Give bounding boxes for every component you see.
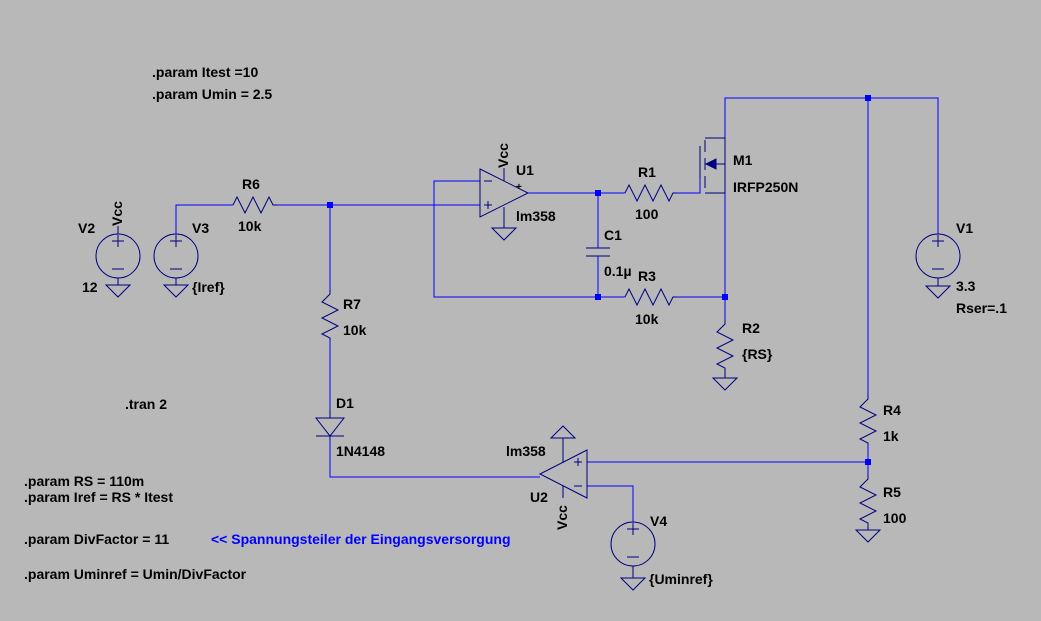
u1-value: lm358 — [516, 208, 556, 224]
capacitor-c1[interactable]: C1 0.1µ — [586, 227, 632, 279]
m1-value: IRFP250N — [733, 179, 798, 195]
r6-value: 10k — [238, 218, 262, 234]
c1-label: C1 — [604, 227, 622, 243]
svg-text:+: + — [516, 182, 522, 193]
v2-net-label: Vcc — [109, 201, 125, 226]
diode-d1[interactable]: D1 1N4148 — [314, 395, 385, 459]
directive-uminref[interactable]: .param Uminref = Umin/DivFactor — [24, 566, 247, 582]
voltage-source-v3[interactable]: V3 {Iref} — [153, 220, 225, 298]
directive-tran[interactable]: .tran 2 — [125, 396, 167, 412]
v1-label: V1 — [956, 220, 973, 236]
voltage-source-v1[interactable]: V1 3.3 Rser=.1 — [915, 220, 1007, 316]
r7-label: R7 — [343, 296, 361, 312]
resistor-r3[interactable]: R3 10k — [624, 268, 677, 327]
u2-net-label: Vcc — [554, 505, 570, 530]
r5-label: R5 — [883, 484, 901, 500]
v1-value: 3.3 — [956, 278, 976, 294]
directive-itest[interactable]: .param Itest =10 — [152, 64, 258, 80]
u2-label: U2 — [530, 489, 548, 505]
c1-value: 0.1µ — [604, 263, 632, 279]
directive-divfactor-comment[interactable]: << Spannungsteiler der Eingangsversorgun… — [211, 531, 511, 547]
r1-value: 100 — [635, 206, 659, 222]
v2-label: V2 — [78, 220, 95, 236]
u1-label: U1 — [516, 162, 534, 178]
directive-umin[interactable]: .param Umin = 2.5 — [152, 86, 272, 102]
v4-value: {Uminref} — [649, 571, 713, 587]
junctions — [327, 95, 871, 465]
resistor-r6[interactable]: R6 10k — [232, 176, 277, 234]
d1-label: D1 — [336, 395, 354, 411]
d1-value: 1N4148 — [336, 443, 385, 459]
directive-rs[interactable]: .param RS = 110m — [24, 473, 144, 489]
resistor-r4[interactable]: R4 1k — [858, 395, 901, 445]
spice-directives: .param Itest =10 .param Umin = 2.5 .tran… — [24, 64, 511, 582]
r7-value: 10k — [343, 322, 367, 338]
r1-label: R1 — [638, 164, 656, 180]
r4-label: R4 — [883, 402, 901, 418]
voltage-source-v4[interactable]: V4 {Uminref} — [610, 513, 713, 591]
u1-net-label: Vcc — [495, 143, 511, 168]
resistor-r1[interactable]: R1 100 — [624, 164, 677, 222]
v3-label: V3 — [192, 220, 209, 236]
voltage-source-v2[interactable]: V2 12 Vcc — [78, 201, 141, 298]
directive-iref[interactable]: .param Iref = RS * Itest — [24, 489, 173, 505]
directive-divfactor[interactable]: .param DivFactor = 11 — [24, 531, 169, 547]
resistor-r5[interactable]: R5 100 — [854, 475, 907, 543]
r2-label: R2 — [742, 320, 760, 336]
opamp-u1[interactable]: Vcc U1 lm358 + — [479, 143, 556, 241]
r3-value: 10k — [635, 311, 659, 327]
opamp-u2[interactable]: lm358 U2 Vcc — [506, 425, 588, 530]
mosfet-m1[interactable]: M1 IRFP250N — [699, 137, 798, 195]
resistor-r7[interactable]: R7 10k — [320, 290, 367, 340]
r5-value: 100 — [883, 510, 907, 526]
m1-label: M1 — [733, 152, 753, 168]
wires — [175, 97, 939, 522]
v2-value: 12 — [82, 279, 98, 295]
v1-series-resistance: Rser=.1 — [956, 300, 1007, 316]
u2-value: lm358 — [506, 443, 546, 459]
r2-value: {RS} — [742, 346, 773, 362]
v3-value: {Iref} — [192, 279, 225, 295]
resistor-r2[interactable]: R2 {RS} — [711, 320, 773, 391]
r3-label: R3 — [638, 268, 656, 284]
r4-value: 1k — [883, 428, 899, 444]
v4-label: V4 — [650, 513, 667, 529]
r6-label: R6 — [242, 176, 260, 192]
